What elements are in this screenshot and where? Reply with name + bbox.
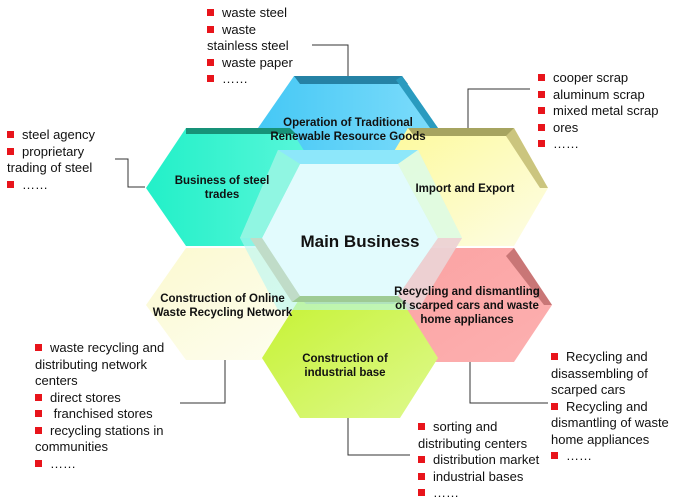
connector-left-bottom <box>180 355 226 404</box>
bullet-icon <box>207 75 214 82</box>
note-item: ores <box>538 120 698 137</box>
notes-right-bottom: Recycling and disassembling of scarped c… <box>551 349 686 465</box>
notes-left-bottom: waste recycling and distributing network… <box>35 340 185 472</box>
hex-label-bottom: Construction of industrial base <box>302 353 388 379</box>
note-item: …… <box>7 177 117 194</box>
notes-right-top: cooper scrap aluminum scrap mixed metal … <box>538 70 698 153</box>
connector-left-top <box>115 158 145 188</box>
bullet-icon <box>551 452 558 459</box>
notes-bottom: sorting and distributing centers distrib… <box>418 419 558 502</box>
bullet-icon <box>538 123 545 131</box>
notes-top: waste steel waste stainless steel waste … <box>207 5 327 88</box>
bullet-icon <box>35 426 42 434</box>
bullet-icon <box>551 353 558 360</box>
note-item: Recycling and disassembling of scarped c… <box>551 349 648 397</box>
hex-label-right-bottom: Recycling and dismantling of scarped car… <box>394 286 540 326</box>
bullet-icon <box>538 140 545 147</box>
bullet-icon <box>207 58 214 66</box>
note-item: …… <box>538 136 698 153</box>
note-item: Recycling and dismantling of waste home … <box>551 398 669 447</box>
bullet-icon <box>538 90 545 98</box>
bullet-icon <box>207 25 214 33</box>
note-item: mixed metal scrap <box>538 103 698 120</box>
bullet-icon <box>7 131 14 138</box>
bullet-icon <box>35 344 42 351</box>
note-item: waste recycling and distributing network… <box>35 340 165 388</box>
note-item: steel agency <box>7 127 117 144</box>
connector-bottom <box>347 418 410 456</box>
bullet-icon <box>35 459 42 467</box>
note-item: proprietary <box>7 144 117 161</box>
note-item: cooper scrap <box>538 70 698 87</box>
hex-label-right-top: Import and Export <box>415 183 515 195</box>
note-item: sorting and distributing centers <box>418 419 528 451</box>
connector-top <box>312 44 349 76</box>
connector-right-bottom <box>469 355 548 404</box>
note-item: trading of steel <box>7 160 93 175</box>
note-item: industrial bases <box>418 469 558 486</box>
note-item: …… <box>207 71 327 88</box>
note-item: aluminum scrap <box>538 87 698 104</box>
bullet-icon <box>7 180 14 188</box>
bullet-icon <box>418 489 425 496</box>
note-item: waste <box>205 22 327 39</box>
bullet-icon <box>418 456 425 463</box>
note-item: …… <box>35 456 185 473</box>
center-label: Main Business <box>300 232 420 251</box>
hex-label-left-bottom: Construction of Online Waste Recycling N… <box>152 293 293 319</box>
bullet-icon <box>207 9 214 16</box>
note-item: stainless steel <box>207 38 289 53</box>
note-item: waste paper <box>207 55 327 72</box>
bullet-icon <box>418 423 425 430</box>
note-item: recycling stations in communities <box>35 422 164 454</box>
notes-left-top: steel agency proprietary trading of stee… <box>7 127 117 193</box>
note-item: franchised stores <box>35 406 185 423</box>
hex-label-top: Operation of Traditional Renewable Resou… <box>270 117 426 143</box>
hex-center <box>240 150 462 310</box>
bullet-icon <box>551 402 558 410</box>
note-item: waste steel <box>207 5 327 22</box>
note-item: distribution market <box>418 452 558 469</box>
bullet-icon <box>35 410 42 417</box>
bullet-icon <box>7 147 14 155</box>
bullet-icon <box>418 472 425 480</box>
connector-right-top <box>467 88 530 130</box>
note-item: …… <box>551 448 686 465</box>
note-item: direct stores <box>35 390 185 407</box>
bullet-icon <box>538 107 545 114</box>
note-item: …… <box>418 485 558 502</box>
bullet-icon <box>35 393 42 401</box>
bullet-icon <box>538 74 545 81</box>
hex-label-left-top: Business of steel trades <box>174 175 270 201</box>
